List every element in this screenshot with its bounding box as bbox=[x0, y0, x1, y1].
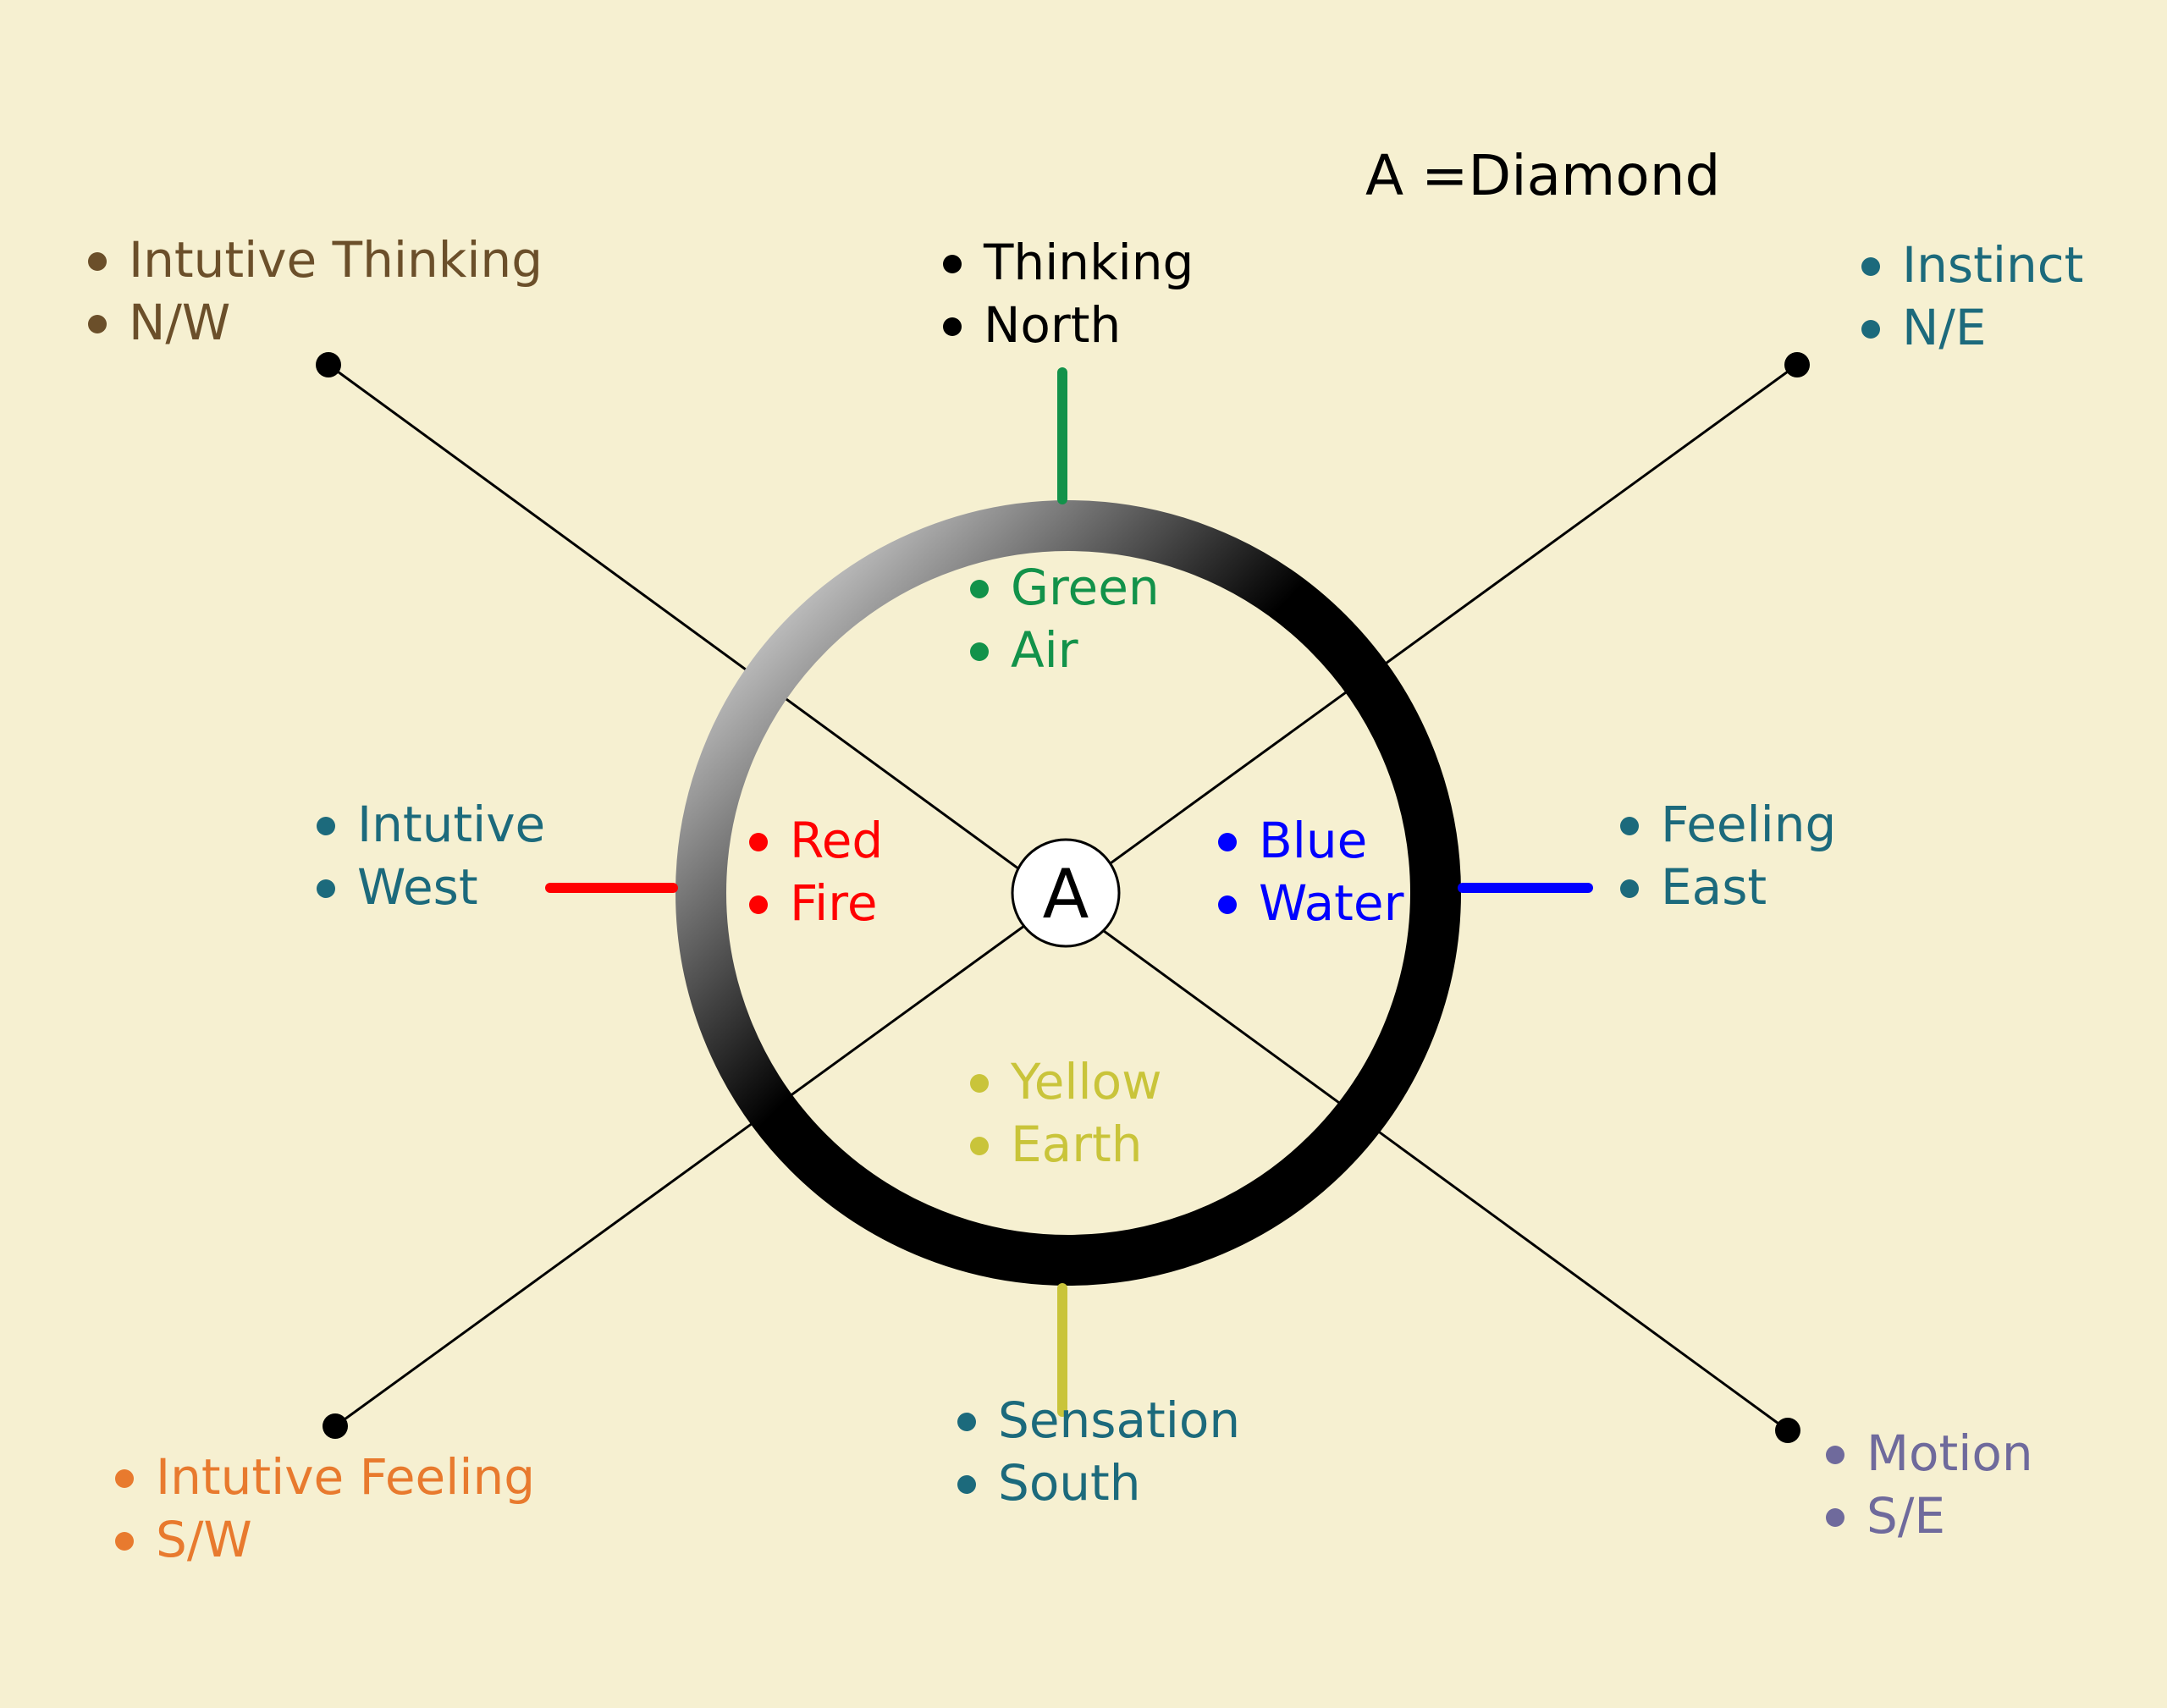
label-line: N/E bbox=[1902, 299, 1987, 356]
label-line: Red bbox=[790, 812, 883, 869]
bullet-icon bbox=[957, 1475, 976, 1494]
label-line: Instinct bbox=[1902, 236, 2083, 294]
bullet-icon bbox=[115, 1469, 134, 1488]
bullet-icon bbox=[943, 317, 962, 336]
bullet-icon bbox=[1218, 895, 1237, 914]
label-line: Intutive bbox=[357, 796, 545, 853]
bullet-icon bbox=[749, 895, 768, 914]
label-line: Sensation bbox=[998, 1391, 1240, 1449]
bullet-icon bbox=[749, 833, 768, 851]
label-line: Green bbox=[1011, 559, 1160, 616]
bullet-icon bbox=[88, 315, 107, 333]
label-line: Feeling bbox=[1661, 796, 1836, 853]
bullet-icon bbox=[1826, 1446, 1844, 1464]
label-line: Fire bbox=[790, 874, 878, 932]
label-line: Intutive Thinking bbox=[129, 231, 543, 289]
label-line: Motion bbox=[1866, 1424, 2033, 1482]
bullet-icon bbox=[88, 252, 107, 271]
label-line: S/W bbox=[156, 1511, 252, 1568]
label-line: Water bbox=[1259, 874, 1404, 932]
diagram-title: A =Diamond bbox=[1365, 143, 1720, 208]
bullet-icon bbox=[317, 817, 335, 835]
label-line: Blue bbox=[1259, 812, 1367, 869]
endpoint-dot-se bbox=[1775, 1418, 1800, 1443]
bullet-icon bbox=[317, 879, 335, 898]
bullet-icon bbox=[1861, 257, 1880, 276]
bullet-icon bbox=[970, 642, 989, 661]
label-line: North bbox=[984, 296, 1121, 354]
bullet-icon bbox=[1620, 879, 1639, 898]
bullet-icon bbox=[957, 1413, 976, 1431]
label-line: N/W bbox=[129, 294, 230, 351]
outer-ring bbox=[675, 500, 1461, 1286]
endpoint-dot-ne bbox=[1784, 352, 1810, 377]
endpoint-dot-nw bbox=[316, 352, 341, 377]
label-line: South bbox=[998, 1454, 1141, 1512]
bullet-icon bbox=[970, 1074, 989, 1093]
label-line: East bbox=[1661, 858, 1767, 916]
label-line: S/E bbox=[1866, 1487, 1945, 1545]
bullet-icon bbox=[1861, 320, 1880, 339]
label-line: West bbox=[357, 858, 478, 916]
label-line: Yellow bbox=[1010, 1053, 1162, 1110]
bullet-icon bbox=[970, 580, 989, 598]
center-circle bbox=[1011, 838, 1121, 948]
label-line: Air bbox=[1011, 621, 1078, 679]
center-letter: A bbox=[1043, 855, 1089, 934]
bullet-icon bbox=[1218, 833, 1237, 851]
bullet-icon bbox=[115, 1532, 134, 1551]
bullet-icon bbox=[1620, 817, 1639, 835]
bullet-icon bbox=[1826, 1508, 1844, 1527]
bullet-icon bbox=[970, 1137, 989, 1155]
label-line: Earth bbox=[1011, 1116, 1143, 1173]
endpoint-dot-sw bbox=[323, 1413, 348, 1439]
label-line: Intutive Feeling bbox=[156, 1448, 535, 1506]
label-line: Thinking bbox=[983, 234, 1194, 291]
bullet-icon bbox=[943, 255, 962, 273]
